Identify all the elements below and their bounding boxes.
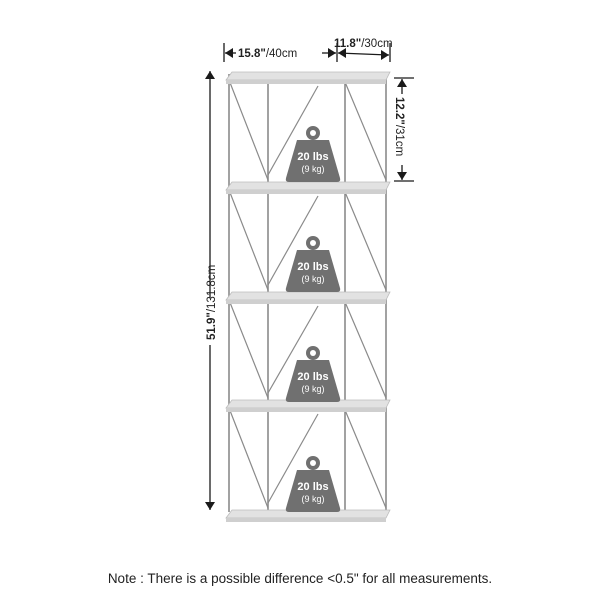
side-brace xyxy=(228,299,269,399)
arrow-head xyxy=(338,48,346,58)
side-brace xyxy=(344,409,387,509)
arrow-head xyxy=(381,50,389,60)
weight-kg: (9 kg) xyxy=(301,494,324,504)
side-brace xyxy=(228,79,269,181)
weight-icon: 20 lbs(9 kg) xyxy=(285,126,341,182)
arrow-head xyxy=(225,48,233,58)
width-label: 15.8"/40cm xyxy=(238,48,297,60)
weight-lbs: 20 lbs xyxy=(297,481,328,493)
weight-kg: (9 kg) xyxy=(301,274,324,284)
height-label: 51.9"/131.8cm xyxy=(206,265,218,340)
depth-label: 11.8"/30cm xyxy=(334,38,393,50)
side-brace xyxy=(344,301,387,399)
dimension-lines xyxy=(205,43,414,510)
back-brace xyxy=(267,85,319,176)
arrow-head xyxy=(397,79,407,87)
shelf-edge xyxy=(226,518,386,522)
bookshelf-frame xyxy=(225,71,391,522)
shelf-top xyxy=(225,181,391,191)
back-brace xyxy=(267,413,319,504)
arrow-head xyxy=(205,502,215,510)
weight-lbs: 20 lbs xyxy=(297,371,328,383)
shelf-top xyxy=(225,291,391,301)
back-brace xyxy=(267,195,319,286)
side-brace xyxy=(228,407,269,509)
weight-badges: 20 lbs(9 kg)20 lbs(9 kg)20 lbs(9 kg)20 l… xyxy=(285,126,341,512)
weight-icon: 20 lbs(9 kg) xyxy=(285,346,341,402)
side-brace xyxy=(228,189,269,291)
side-brace xyxy=(344,81,387,181)
shelf-spacing-label: 12.2"/31cm xyxy=(393,97,405,156)
shelf-edge xyxy=(226,80,386,84)
weight-icon: 20 lbs(9 kg) xyxy=(285,236,341,292)
weight-icon: 20 lbs(9 kg) xyxy=(285,456,341,512)
shelf-edge xyxy=(226,408,386,412)
shelf-edge xyxy=(226,300,386,304)
measurement-note: Note : There is a possible difference <0… xyxy=(107,571,493,586)
side-brace xyxy=(344,191,387,291)
weight-lbs: 20 lbs xyxy=(297,151,328,163)
depth-line xyxy=(337,52,390,56)
shelf-edge xyxy=(226,190,386,194)
arrow-head xyxy=(397,172,407,180)
arrow-head xyxy=(205,71,215,79)
shelf-top xyxy=(225,71,391,81)
weight-kg: (9 kg) xyxy=(301,384,324,394)
arrow-head xyxy=(328,48,336,58)
back-brace xyxy=(267,305,319,394)
weight-kg: (9 kg) xyxy=(301,164,324,174)
weight-lbs: 20 lbs xyxy=(297,261,328,273)
